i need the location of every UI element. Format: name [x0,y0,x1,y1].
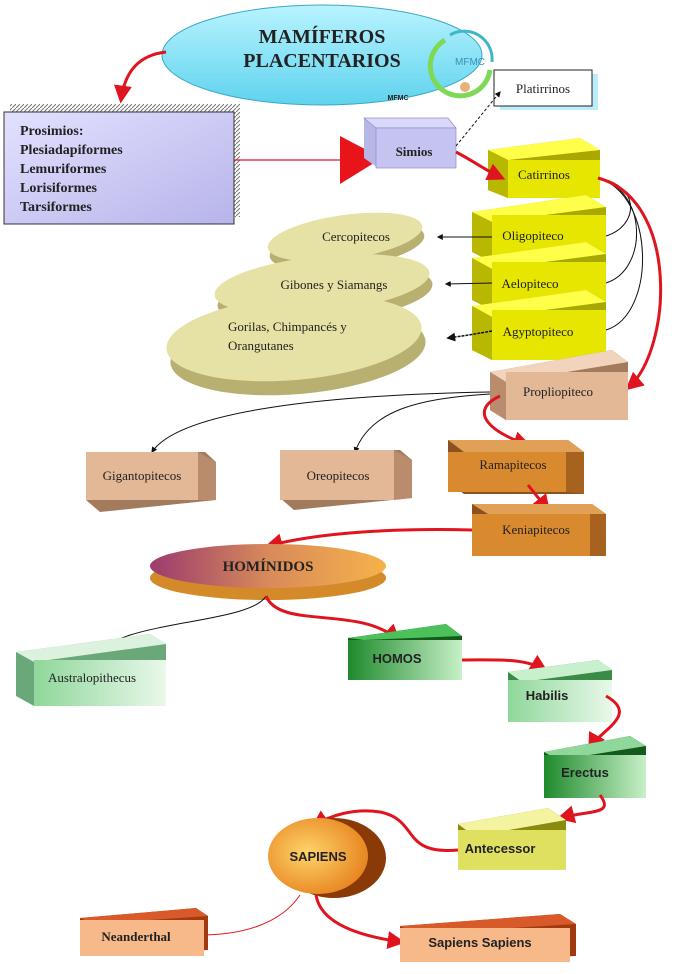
platirrinos-node [493,69,598,110]
arrow-keniapitecos-hominidos [264,528,473,551]
prosimios-line-3: Lorisiformes [20,181,98,196]
erectus-node [544,736,646,798]
prosimios-line-2: Lemuriformes [20,162,107,177]
simios-label: Simios [396,144,433,159]
arrow-simios-platirrinos [455,91,501,147]
hominidos-node [150,544,386,600]
neanderthal-label: Neanderthal [101,929,171,944]
sapiens-sapiens-node [400,914,576,962]
ramapitecos-label: Ramapitecos [479,457,546,472]
arrow-propliopiteco-gigantopitecos [151,391,491,453]
agyptopiteco-node [472,290,606,360]
gibones-label: Gibones y Siamangs [281,277,388,292]
homos-label: HOMOS [372,651,421,666]
mfmc-logo: MFMC [427,29,494,99]
keniapitecos-label: Keniapitecos [502,522,570,537]
homos-node [348,624,462,680]
arrow-antecessor-sapiens [311,809,459,852]
prosimios-line-4: Tarsiformes [20,200,92,215]
propliopiteco-label: Propliopiteco [523,384,593,399]
sapiens-label: SAPIENS [289,849,346,864]
arrow-habilis-erectus [588,694,621,752]
arrow-sapiens-sapienssapiens [314,894,406,949]
sapiens-node [268,818,386,898]
arrow-agyptopiteco-gorilas [446,330,493,342]
hominidos-label: HOMÍNIDOS [223,558,314,575]
oreopitecos-label: Oreopitecos [307,468,370,483]
prosimios-line-1: Plesiadapiformes [20,143,123,158]
gorilas-label-line2: Orangutanes [228,338,294,353]
neanderthal-node [80,908,208,956]
oligopiteco-label: Oligopiteco [502,228,563,243]
gorilas-node [166,294,426,396]
arrow-propliopiteco-oreopitecos [353,393,491,454]
arrow-catirrinos-propliopiteco [597,176,663,391]
arrow-aelopiteco-gibones [444,280,493,287]
erectus-label: Erectus [561,765,609,780]
gigantopitecos-node [86,452,216,512]
antecessor-label: Antecessor [465,841,536,856]
catirrinos-label: Catirrinos [518,167,570,182]
simios-node [363,117,457,169]
gigantopitecos-label: Gigantopitecos [103,468,182,483]
ramapitecos-node [448,440,584,494]
arrow-hominidos-homos [264,595,401,643]
logo-text: MFMC [455,57,485,68]
oreopitecos-node [280,450,412,510]
title-node: MAMÍFEROS PLACENTARIOS MFMC [161,4,483,106]
arrow-sapiens-neanderthal [198,894,301,938]
arrow-title-prosimios [113,50,167,104]
propliopiteco-node [490,350,628,420]
aelopiteco-label: Aelopiteco [501,276,558,291]
arrow-erectus-antecessor [556,794,606,823]
arrow-homos-habilis [461,654,549,672]
triangle-pointer [340,136,382,184]
platirrinos-label: Platirrinos [516,81,570,96]
arrow-simios-catirrinos [455,150,506,181]
australopithecus-node [16,634,166,706]
logo-small-text: MFMC [388,95,409,102]
title-line1: MAMÍFEROS [259,25,386,48]
gorilas-label-line1: Gorilas, Chimpancés y [228,319,347,334]
catirrinos-node [488,138,600,198]
sapiens-sapiens-label: Sapiens Sapiens [428,935,531,950]
cercopitecos-label: Cercopitecos [322,229,390,244]
antecessor-node [458,808,566,870]
title-line2: PLACENTARIOS [243,50,400,72]
keniapitecos-node [472,504,606,556]
australopithecus-label: Australopithecus [48,670,136,685]
agyptopiteco-label: Agyptopiteco [503,324,574,339]
prosimios-line-0: Prosimios: [20,124,84,139]
habilis-label: Habilis [526,688,569,703]
prosimios-box [3,104,240,225]
curve-catirrinos-agyptopiteco [597,177,643,331]
habilis-node [508,660,612,722]
